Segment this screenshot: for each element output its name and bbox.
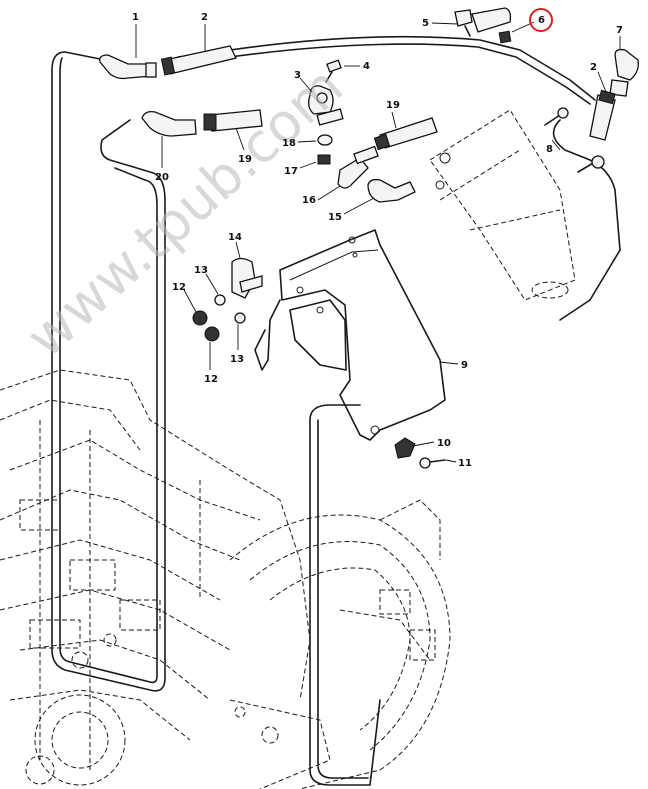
flat-nut-part-10 xyxy=(394,437,416,459)
callout-19-left: 19 xyxy=(238,154,252,165)
callout-16: 16 xyxy=(302,195,316,206)
callout-13-bottom: 13 xyxy=(230,354,244,365)
clamp-part-3 xyxy=(308,85,344,126)
callout-13-top: 13 xyxy=(194,265,208,276)
highlight-circle-6 xyxy=(529,8,553,32)
callout-18: 18 xyxy=(282,138,296,149)
clamp-part-14 xyxy=(231,257,263,299)
elbow-fitting-part-20 xyxy=(141,110,197,137)
washer-part-18 xyxy=(317,134,333,146)
screw-part-8 xyxy=(544,107,605,173)
callout-14: 14 xyxy=(228,232,242,243)
hose-part-19-right xyxy=(373,117,438,151)
hose-part-2-left xyxy=(160,45,237,76)
nut-part-17 xyxy=(317,154,331,165)
callout-19-right: 19 xyxy=(386,100,400,111)
callout-20: 20 xyxy=(155,172,169,183)
callout-12-bottom: 12 xyxy=(204,374,218,385)
fitting-part-5 xyxy=(454,7,512,37)
nut-part-12 xyxy=(192,310,220,342)
callout-11: 11 xyxy=(458,458,472,469)
callout-17: 17 xyxy=(284,166,298,177)
callout-2-right: 2 xyxy=(590,62,597,73)
callout-6: 6 xyxy=(538,15,545,26)
callout-9: 9 xyxy=(461,360,468,371)
bolt-part-11 xyxy=(419,457,446,469)
callout-10: 10 xyxy=(437,438,451,449)
callout-12-top: 12 xyxy=(172,282,186,293)
hose-part-2-right xyxy=(589,89,616,141)
callout-4: 4 xyxy=(363,61,370,72)
callout-8: 8 xyxy=(546,144,553,155)
callout-5: 5 xyxy=(422,18,429,29)
callout-2-left: 2 xyxy=(201,12,208,23)
callout-15: 15 xyxy=(328,212,342,223)
tube-loop xyxy=(51,35,621,786)
engine-block-dashed xyxy=(0,369,451,789)
callout-1: 1 xyxy=(132,12,139,23)
callout-7: 7 xyxy=(616,25,623,36)
watermark-text: www.tpub.com xyxy=(15,54,355,369)
hose-part-19-left xyxy=(203,109,263,132)
bracket-part-9 xyxy=(254,229,446,441)
washer-part-13 xyxy=(214,294,246,324)
elbow-part-16 xyxy=(337,145,379,189)
nut-part-6 xyxy=(498,30,512,44)
elbow-part-15 xyxy=(367,178,416,203)
elbow-fitting-part-7 xyxy=(609,48,639,97)
callouts: 1 2 3 4 5 6 7 2 8 9 10 11 12 12 13 13 xyxy=(132,8,623,469)
screw-part-4 xyxy=(325,59,342,83)
filter-canister xyxy=(429,109,576,301)
elbow-fitting-part-1 xyxy=(99,54,157,80)
callout-3: 3 xyxy=(294,70,301,81)
